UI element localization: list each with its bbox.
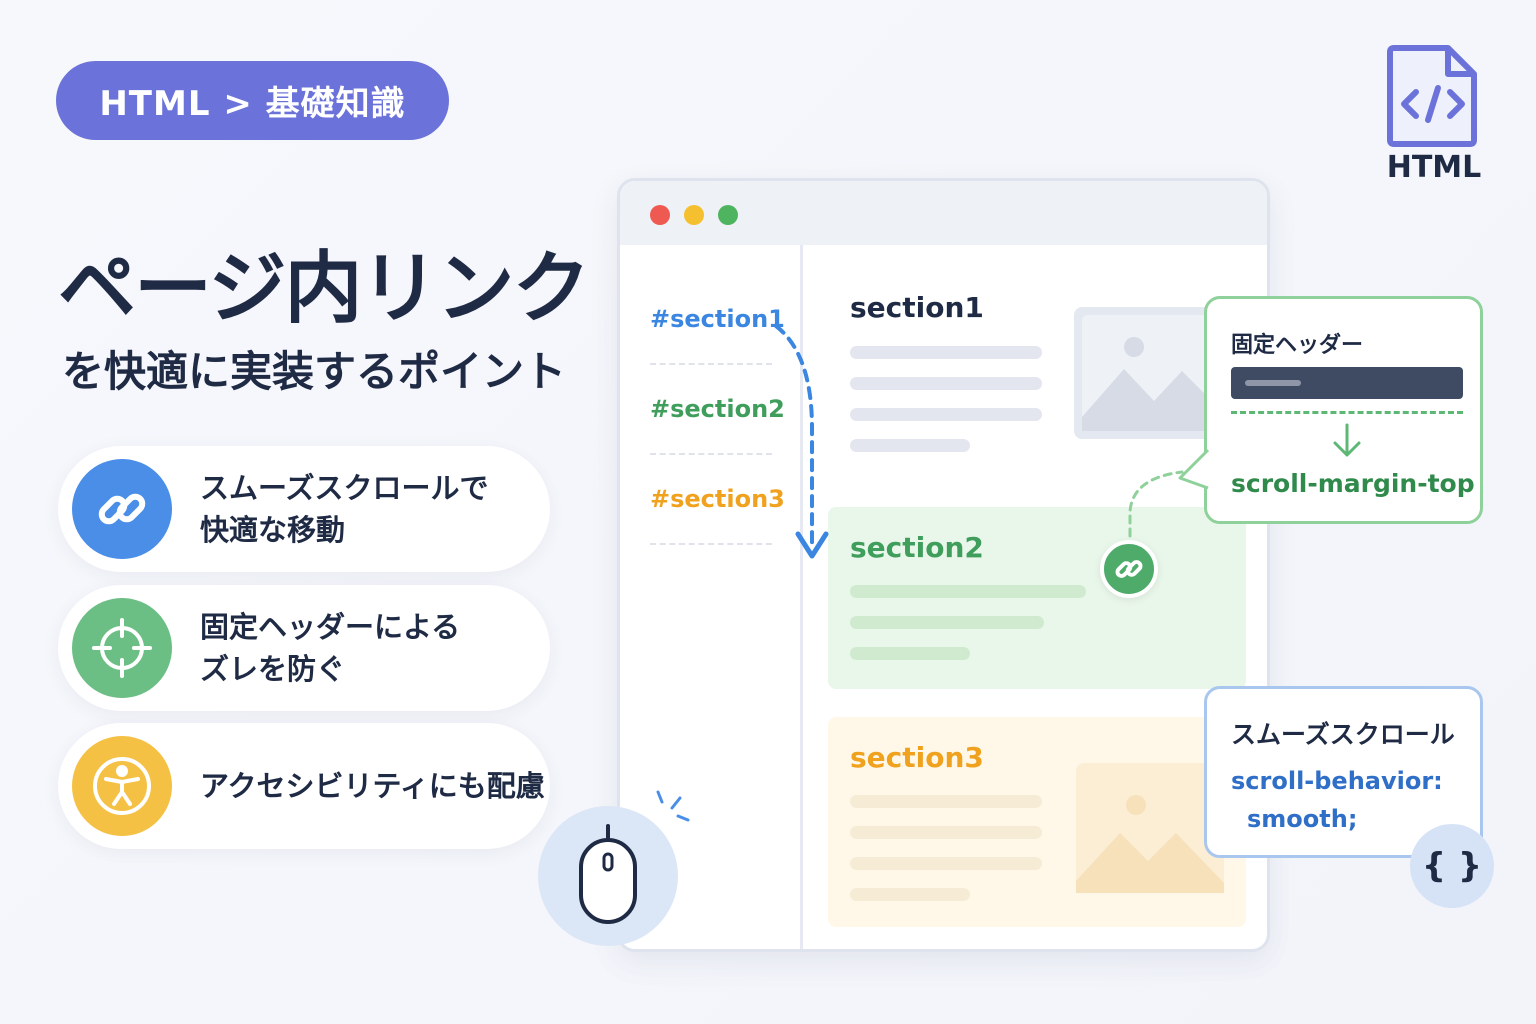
html-file-label: HTML xyxy=(1386,150,1482,185)
minimize-dot[interactable] xyxy=(684,205,704,225)
html-file-icon xyxy=(1387,45,1477,147)
nav-link-section2[interactable]: #section2 xyxy=(650,395,785,423)
feature-card-smooth-scroll: スムーズスクロールで 快適な移動 xyxy=(58,446,550,572)
maximize-dot[interactable] xyxy=(718,205,738,225)
callout-heading: スムーズスクロール xyxy=(1231,720,1455,749)
feature-text: スムーズスクロールで xyxy=(200,471,489,505)
click-spark-icon xyxy=(656,790,690,822)
image-placeholder-icon xyxy=(1076,763,1224,893)
link-icon xyxy=(72,459,172,559)
feature-card-fixed-header: 固定ヘッダーによる ズレを防ぐ xyxy=(58,585,550,711)
section3-title: section3 xyxy=(850,741,984,774)
feature-text: アクセシビリティにも配慮 xyxy=(200,769,545,803)
scroll-margin-top-label: scroll-margin-top xyxy=(1231,469,1475,498)
smooth-scroll-callout: スムーズスクロール scroll-behavior: smooth; xyxy=(1204,686,1483,858)
code-line: smooth; xyxy=(1247,805,1358,833)
scroll-arrow-icon xyxy=(774,324,829,559)
feature-text: 快適な移動 xyxy=(200,513,346,547)
feature-text: ズレを防ぐ xyxy=(200,652,346,686)
code-line: scroll-behavior: xyxy=(1231,767,1443,795)
page-title: ページ内リンク xyxy=(58,244,590,334)
browser-titlebar xyxy=(620,181,1267,245)
image-placeholder-icon xyxy=(1074,307,1244,439)
anchor-link-icon[interactable] xyxy=(1100,540,1158,598)
breadcrumb[interactable]: HTML > 基礎知識 xyxy=(56,61,449,140)
fixed-header-callout: 固定ヘッダー scroll-margin-top xyxy=(1204,296,1483,524)
arrow-down-icon xyxy=(1333,423,1361,457)
nav-link-section1[interactable]: #section1 xyxy=(650,305,785,333)
browser-window: #section1 #section2 #section3 section1 s… xyxy=(617,178,1270,952)
close-dot[interactable] xyxy=(650,205,670,225)
sidebar-divider xyxy=(800,245,803,949)
nav-link-section3[interactable]: #section3 xyxy=(650,485,785,513)
feature-text: 固定ヘッダーによる xyxy=(200,610,461,644)
css-braces-icon: { } xyxy=(1410,824,1494,908)
mouse-icon xyxy=(538,806,678,946)
feature-card-accessibility: アクセシビリティにも配慮 xyxy=(58,723,550,849)
crosshair-icon xyxy=(72,598,172,698)
callout-heading: 固定ヘッダー xyxy=(1231,333,1364,358)
callout-pointer xyxy=(1178,448,1210,490)
page-subtitle: を快適に実装するポイント xyxy=(62,347,567,396)
section2-title: section2 xyxy=(850,531,984,564)
connector-line xyxy=(1128,470,1184,538)
accessibility-icon xyxy=(72,736,172,836)
mock-header-bar xyxy=(1231,367,1463,399)
section1-title: section1 xyxy=(850,291,984,324)
